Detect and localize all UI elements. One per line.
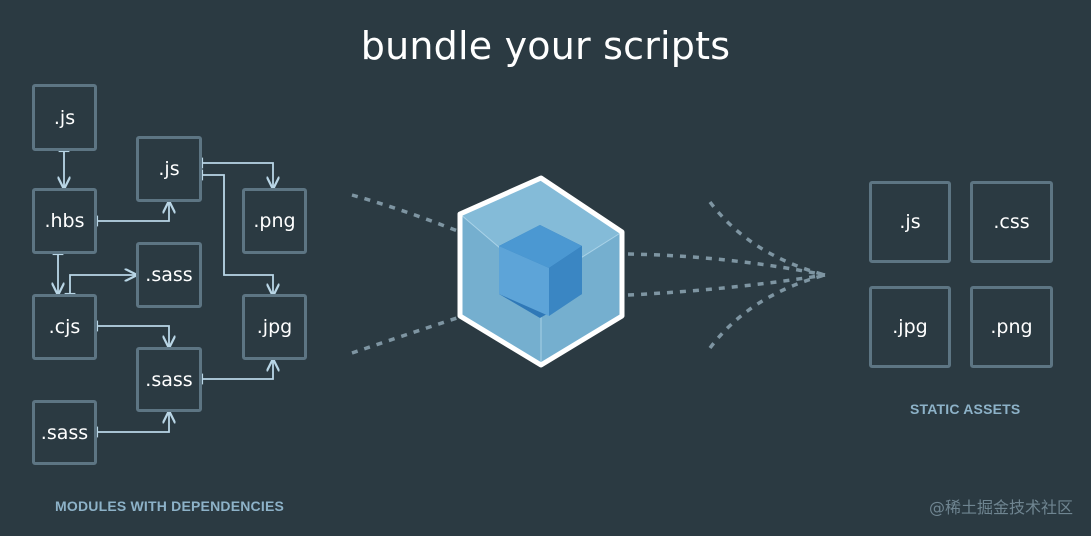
arrow-cjs-to-sass	[70, 275, 136, 294]
output-stream-3	[627, 273, 826, 297]
module-sass-3: .sass	[32, 400, 97, 465]
module-sass-1: .sass	[136, 242, 202, 308]
input-stream-bottom	[351, 315, 461, 355]
arrow-sass-to-sass	[97, 412, 169, 432]
asset-css: .css	[970, 181, 1053, 263]
output-stream-4	[708, 273, 826, 350]
module-js-1: .js	[32, 84, 97, 151]
arrow-sass-to-jpg	[202, 360, 273, 379]
modules-caption: MODULES WITH DEPENDENCIES	[55, 498, 285, 514]
module-jpg: .jpg	[242, 294, 307, 360]
arrow-cjs-to-sass-2	[97, 326, 169, 347]
asset-png: .png	[970, 286, 1053, 368]
module-js-2: .js	[136, 136, 202, 202]
asset-jpg: .jpg	[869, 286, 951, 368]
watermark-text: @稀土掘金技术社区	[928, 498, 1073, 517]
arrow-js-to-jpg	[202, 175, 273, 295]
asset-js: .js	[869, 181, 951, 263]
output-stream-1	[708, 200, 826, 277]
arrow-hbs-to-js	[97, 202, 169, 221]
webpack-cube-icon	[457, 175, 625, 368]
module-png: .png	[242, 188, 307, 254]
module-cjs: .cjs	[32, 294, 97, 360]
page-title: bundle your scripts	[360, 24, 731, 68]
assets-caption: STATIC ASSETS	[910, 401, 1021, 417]
module-hbs: .hbs	[32, 188, 97, 254]
input-stream-top	[351, 193, 461, 234]
module-sass-2: .sass	[136, 347, 202, 412]
output-stream-2	[627, 252, 826, 277]
